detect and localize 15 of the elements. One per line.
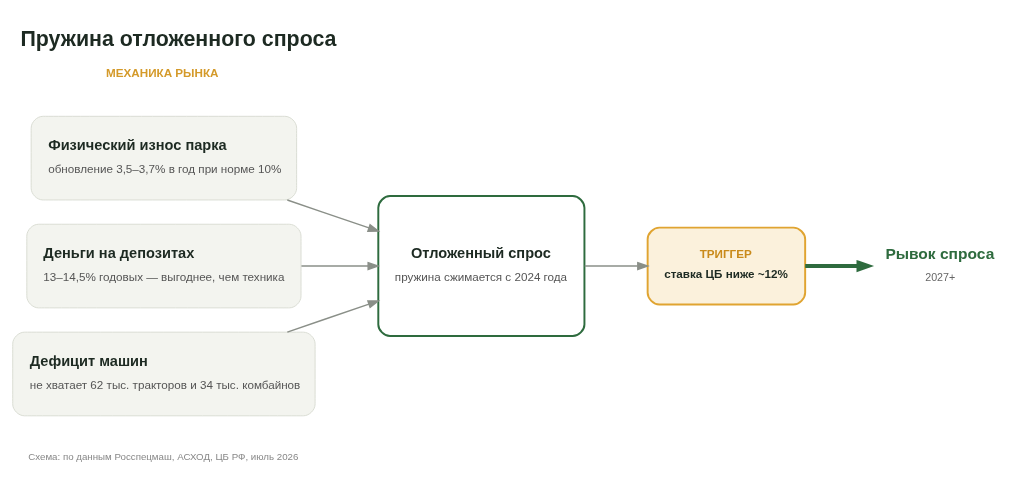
node-label: 2027+ xyxy=(925,271,956,284)
diagram-title: Пружина отложенного спроса xyxy=(20,26,337,51)
node-box: Деньги на депозитах 13–14,5% годовых — выгоднее, чем техника xyxy=(26,223,302,309)
node-box: Отложенный спрос пружина сжимается с 2024 года xyxy=(377,195,586,338)
caption: Схема: по данным Росспецмаш, АСХОД, ЦБ РФ, июль 2026 xyxy=(28,451,299,463)
arrow xyxy=(300,261,381,271)
node-box: Физический износ парка обновление 3,5–3,7% в год при норме 10% xyxy=(30,115,298,201)
node-text: Рывок спроса xyxy=(885,245,995,263)
node-box: ТРИГГЕР ставка ЦБ ниже ~12% xyxy=(646,226,807,306)
arrow xyxy=(805,259,875,273)
arrow xyxy=(286,300,381,333)
arrow xyxy=(584,261,650,271)
label: МЕХАНИКА РЫНКА xyxy=(106,65,219,79)
arrow xyxy=(286,199,381,232)
node-box: Дефицит машин не хватает 62 тыс. тракторов и 34 тыс. комбайнов xyxy=(12,331,316,417)
